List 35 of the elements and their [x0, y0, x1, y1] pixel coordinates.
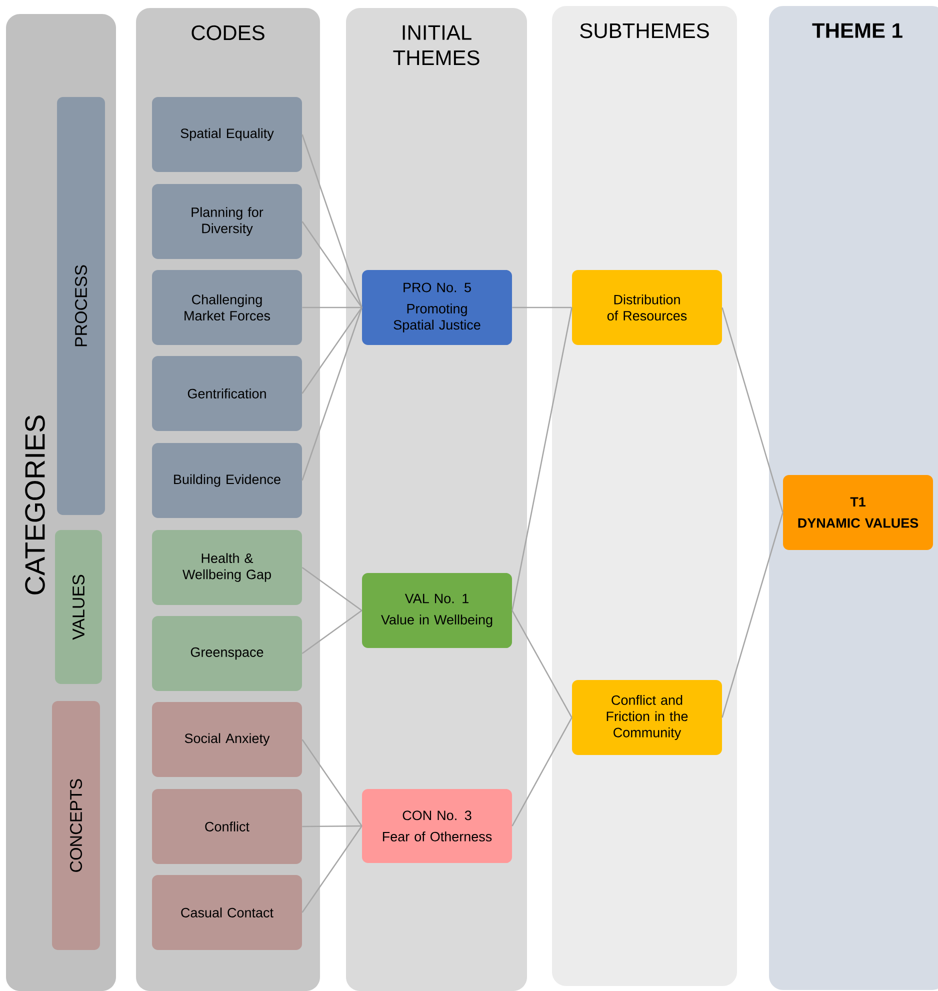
theme-box: PRO No. 5 Promoting Spatial Justice — [362, 270, 512, 345]
connector-line — [302, 610, 362, 654]
theme-box: Conflict and Friction in the Community — [572, 680, 722, 755]
connector-line — [302, 306, 362, 308]
code-box: Building Evidence — [152, 443, 302, 518]
connector-line — [302, 825, 362, 828]
category-bar: CONCEPTS — [52, 701, 100, 950]
connector-line — [302, 566, 362, 612]
code-box: Social Anxiety — [152, 702, 302, 777]
connector-line — [302, 307, 362, 481]
category-bar: PROCESS — [57, 97, 105, 515]
theme-box: Distribution of Resources — [572, 270, 722, 345]
connector-line — [302, 134, 362, 308]
connector-line — [512, 610, 572, 718]
code-box: Greenspace — [152, 616, 302, 691]
connector-line — [512, 717, 572, 826]
code-box: Casual Contact — [152, 875, 302, 950]
code-box: Challenging Market Forces — [152, 270, 302, 345]
connector-line — [722, 512, 784, 718]
connector-line — [302, 221, 362, 308]
code-box: Conflict — [152, 789, 302, 864]
connector-line — [302, 739, 362, 826]
code-box: Spatial Equality — [152, 97, 302, 172]
connector-line — [302, 307, 362, 394]
connector-line — [512, 307, 572, 611]
code-box: Gentrification — [152, 356, 302, 431]
theme-box: VAL No. 1 Value in Wellbeing — [362, 573, 512, 648]
theme-box: T1 DYNAMIC VALUES — [783, 475, 933, 550]
code-box: Health & Wellbeing Gap — [152, 530, 302, 605]
category-bar: VALUES — [55, 530, 102, 684]
code-box: Planning for Diversity — [152, 184, 302, 259]
connector-line — [722, 307, 784, 513]
connector-line — [512, 306, 572, 308]
theme-box: CON No. 3 Fear of Otherness — [362, 789, 512, 863]
connector-line — [302, 826, 362, 913]
